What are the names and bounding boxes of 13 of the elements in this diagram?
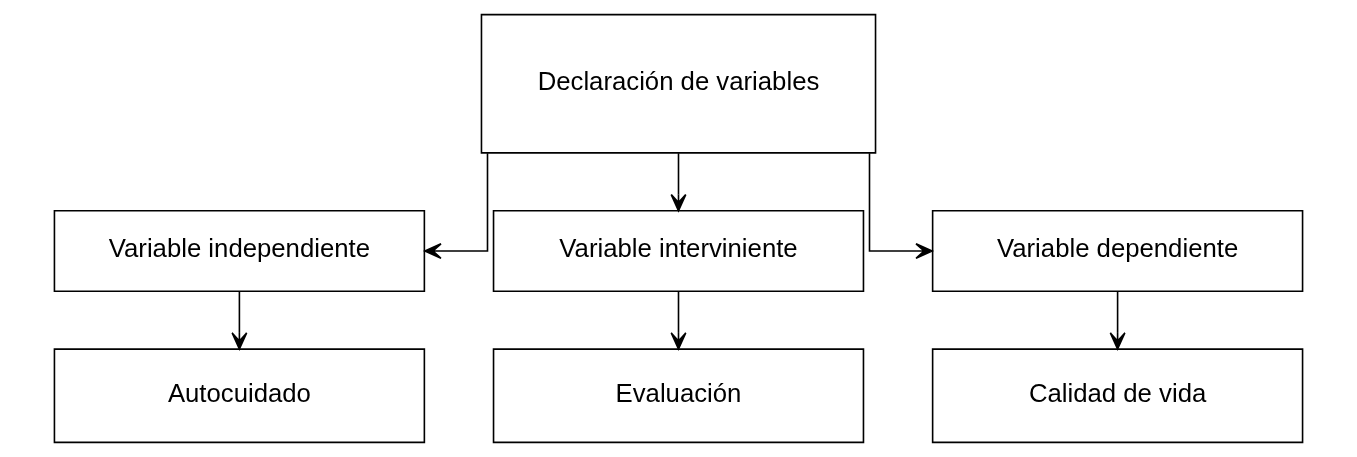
node-box: Variable interviniente [492,210,865,293]
arrow [670,290,687,350]
node-box: Declaración de variables [480,13,877,154]
arrow [231,290,248,350]
node-box: Calidad de vida [931,348,1304,444]
node-box: Variable dependiente [931,210,1304,293]
node-box: Autocuidado [53,348,426,444]
arrow [1109,290,1126,350]
node-box: Evaluación [492,348,865,444]
arrow [424,152,489,260]
arrow [868,152,933,260]
arrow [670,152,687,212]
node-box: Variable independiente [53,210,426,293]
